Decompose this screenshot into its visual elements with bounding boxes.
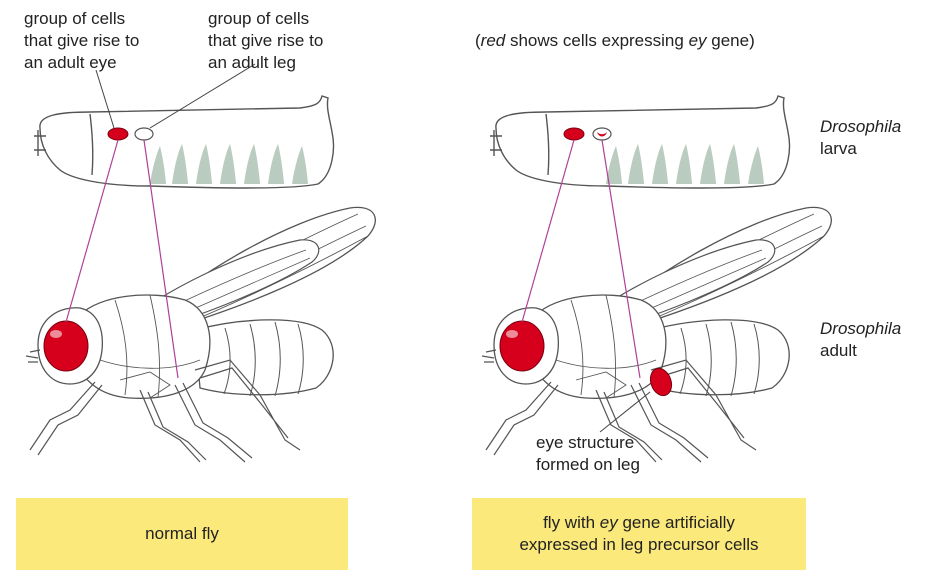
caption-mutant-fly-text: fly with ey gene artificially expressed … bbox=[519, 512, 758, 556]
larva-genus: Drosophila bbox=[820, 116, 901, 138]
leg-cells-label-line: that give rise to bbox=[208, 30, 323, 52]
note-suffix: gene) bbox=[707, 31, 755, 50]
leg-cells-label-line: group of cells bbox=[208, 8, 323, 30]
eye-cells-label-line: an adult eye bbox=[24, 52, 139, 74]
eye-precursor-cells-red bbox=[108, 128, 128, 140]
note-red-word: red bbox=[481, 31, 506, 50]
adult-genus: Drosophila bbox=[820, 318, 901, 340]
caption-mutant-gene: ey bbox=[600, 513, 618, 532]
note-middle: shows cells expressing bbox=[505, 31, 688, 50]
caption-mutant-fly: fly with ey gene artificially expressed … bbox=[472, 498, 806, 570]
mutant-adult-fly-drawing bbox=[482, 207, 831, 462]
caption-normal-fly: normal fly bbox=[16, 498, 348, 570]
adult-stage: adult bbox=[820, 340, 901, 362]
larva-label: Drosophila larva bbox=[820, 116, 901, 160]
larva-stage: larva bbox=[820, 138, 901, 160]
caption-mutant-line1: fly with ey gene artificially bbox=[519, 512, 758, 534]
color-key-note: (red shows cells expressing ey gene) bbox=[475, 30, 755, 52]
eye-cells-label-line: that give rise to bbox=[24, 30, 139, 52]
caption-mutant-line2: expressed in leg precursor cells bbox=[519, 534, 758, 556]
eye-on-leg-label-line: eye structure bbox=[536, 432, 640, 454]
eye-cells-label-line: group of cells bbox=[24, 8, 139, 30]
adult-label: Drosophila adult bbox=[820, 318, 901, 362]
eye-on-leg-label: eye structure formed on leg bbox=[536, 432, 640, 476]
mutant-larva-drawing bbox=[490, 96, 789, 188]
normal-larva-drawing bbox=[34, 96, 333, 188]
caption-mutant-post: gene artificially bbox=[618, 513, 735, 532]
note-gene-name: ey bbox=[689, 31, 707, 50]
eye-on-leg-label-line: formed on leg bbox=[536, 454, 640, 476]
leg-precursor-cells-white bbox=[135, 128, 153, 140]
leg-precursor-cells-partly-red bbox=[593, 128, 611, 140]
leg-cells-label-line: an adult leg bbox=[208, 52, 323, 74]
eye-precursor-cells-red-right bbox=[564, 128, 584, 140]
normal-adult-fly-drawing bbox=[26, 207, 375, 462]
eye-cells-label: group of cells that give rise to an adul… bbox=[24, 8, 139, 74]
caption-mutant-pre: fly with bbox=[543, 513, 600, 532]
caption-normal-fly-text: normal fly bbox=[145, 523, 219, 545]
leg-cells-label: group of cells that give rise to an adul… bbox=[208, 8, 323, 74]
